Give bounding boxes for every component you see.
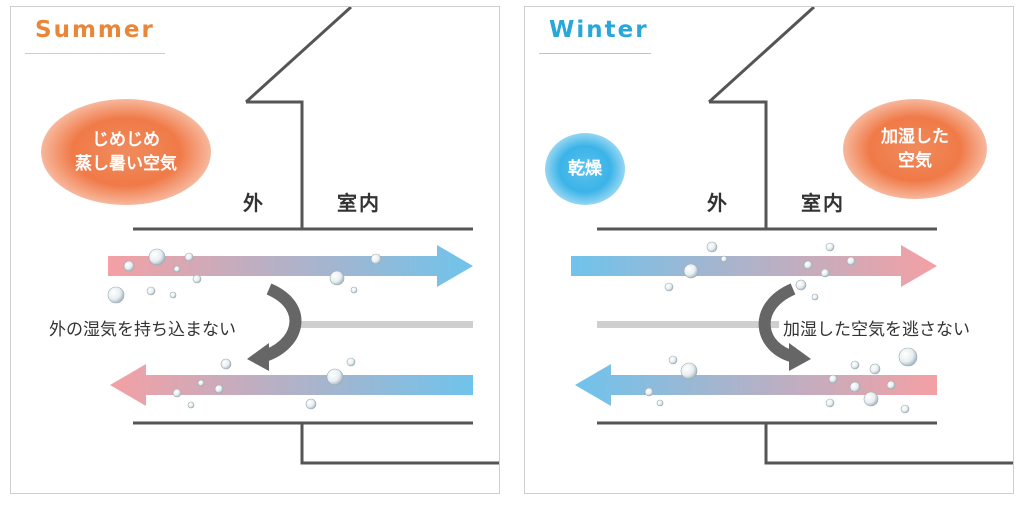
house-lower-wall	[764, 423, 1013, 465]
summer-caption: 外の湿気を持ち込まない	[45, 313, 240, 342]
dry-air-bubble: 乾燥	[545, 133, 625, 205]
humid-air-bubble: じめじめ 蒸し暑い空気	[41, 99, 211, 205]
winter-scene	[571, 7, 1013, 465]
outflow-arrow	[110, 364, 473, 406]
title-underline	[539, 53, 651, 54]
inside-label: 室内	[337, 191, 381, 215]
season-title: Winter	[549, 17, 649, 43]
droplets	[644, 241, 918, 414]
droplets	[107, 248, 382, 410]
turn-arrow-head	[247, 343, 269, 371]
winter-panel: Winter 乾燥 加湿した 空気 外 室内 加湿した空気を逃さない	[524, 6, 1014, 494]
house-outline	[244, 7, 353, 229]
outside-label: 外	[243, 191, 265, 215]
house-lower-wall	[300, 423, 499, 465]
inflow-arrow	[108, 245, 473, 287]
inflow-arrow	[571, 245, 937, 287]
outflow-arrow	[575, 364, 937, 406]
turn-arrow	[259, 283, 302, 363]
turn-arrow-head	[789, 343, 811, 371]
wall-membrane	[597, 321, 779, 328]
turn-arrow	[758, 283, 797, 363]
title-underline	[25, 53, 165, 54]
summer-panel: Summer じめじめ 蒸し暑い空気 外 室内 外の湿気を持ち込まない	[10, 6, 500, 494]
outside-label: 外	[707, 191, 729, 215]
wall-membrane	[291, 321, 473, 328]
season-title: Summer	[35, 17, 155, 43]
summer-scene	[107, 7, 499, 465]
humidified-air-bubble: 加湿した 空気	[843, 99, 987, 199]
inside-label: 室内	[801, 191, 845, 215]
winter-caption: 加湿した空気を逃さない	[779, 313, 974, 342]
house-outline	[707, 7, 816, 229]
